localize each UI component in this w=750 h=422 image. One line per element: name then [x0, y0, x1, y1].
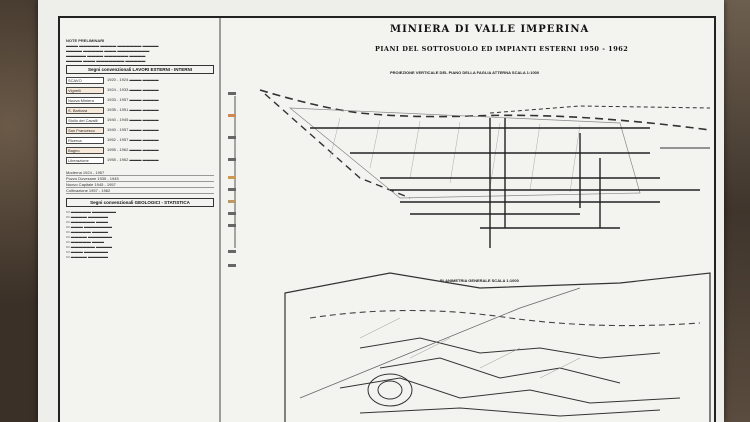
legend-geo-title: Segni convenzionali GEOLOGICI - STATISTI… [66, 198, 214, 207]
legend-works-title: Segni convenzionali LAVORI ESTERNI - INT… [66, 65, 214, 74]
legend-years: 1955 - 1962 ▬▬▬ ▬▬▬▬ [107, 147, 159, 152]
legend-label: Vignelli [66, 87, 104, 94]
profile-section-title: PROIEZIONE VERTICALE DEL PIANO DELLA FAG… [390, 70, 540, 75]
legend-label: Liberazione [66, 157, 104, 164]
mine-map-drawing [219, 18, 711, 422]
note-text-lines: ▬▬▬ ▬▬▬▬▬ ▬▬▬▬ ▬▬▬▬▬▬ ▬▬▬▬▬▬▬▬ ▬▬▬▬▬ ▬▬▬… [66, 43, 159, 63]
legend-years: 1924 - 1933 ▬▬▬ ▬▬▬▬ [107, 87, 159, 92]
stat-row: Pozzo Dovesane 1935 - 1945 [66, 176, 214, 182]
legend-label: Bagno [66, 147, 104, 154]
legend-years: 1920 - 1924 ▬▬▬ ▬▬▬▬ [107, 77, 159, 82]
legend-years: 1933 - 1957 ▬▬▬ ▬▬▬▬ [107, 97, 159, 102]
legend-panel: NOTE PRELIMINARI ▬▬▬ ▬▬▬▬▬ ▬▬▬▬ ▬▬▬▬▬▬ ▬… [66, 38, 214, 259]
legend-years: 1940 - 1957 ▬▬▬ ▬▬▬▬ [107, 127, 159, 132]
rock-wall-right [720, 0, 750, 422]
legend-years: 1940 - 1945 ▬▬▬ ▬▬▬▬ [107, 117, 159, 122]
legend-label: Nuova Miniera [66, 97, 104, 104]
legend-years: 1952 - 1957 ▬▬▬ ▬▬▬▬ [107, 137, 159, 142]
board-subtitle: PIANI DEL SOTTOSUOLO ED IMPIANTI ESTERNI… [375, 45, 629, 53]
mine-map-board: MINIERA DI VALLE IMPERINA PIANI DEL SOTT… [38, 0, 724, 422]
legend-label: Stollo dei Cavalli [66, 117, 104, 124]
legend-label: SCAVO [66, 77, 104, 84]
legend-label: S. Barbara [66, 107, 104, 114]
map-frame: MINIERA DI VALLE IMPERINA PIANI DEL SOTT… [58, 16, 716, 422]
stat-row: Coltivazione 1957 - 1962 [66, 188, 214, 194]
geo-legend-lines: ▭ ▬▬▬▬▬ ▬▬▬▬▬▬▭ ▬▬▬▬ ▬▬▬▬▬▭ ▬▬▬▬▬▬ ▬▬▬▭ … [66, 209, 117, 259]
board-title: MINIERA DI VALLE IMPERINA [390, 24, 590, 35]
legend-years: 1935 - 1951 ▬▬▬ ▬▬▬▬ [107, 107, 159, 112]
legend-label: Ricerca [66, 137, 104, 144]
legend-label: San Francesco [66, 127, 104, 134]
legend-years: 1955 - 1962 ▬▬▬ ▬▬▬▬ [107, 157, 159, 162]
note-heading: NOTE PRELIMINARI [66, 38, 105, 43]
stat-row: Moderna 1924 - 1957 [66, 170, 214, 176]
plan-section-title: PLANIMETRIA GENERALE SCALA 1:1000 [440, 278, 519, 283]
stat-row: Nuovo Capitale 1945 - 1957 [66, 182, 214, 188]
